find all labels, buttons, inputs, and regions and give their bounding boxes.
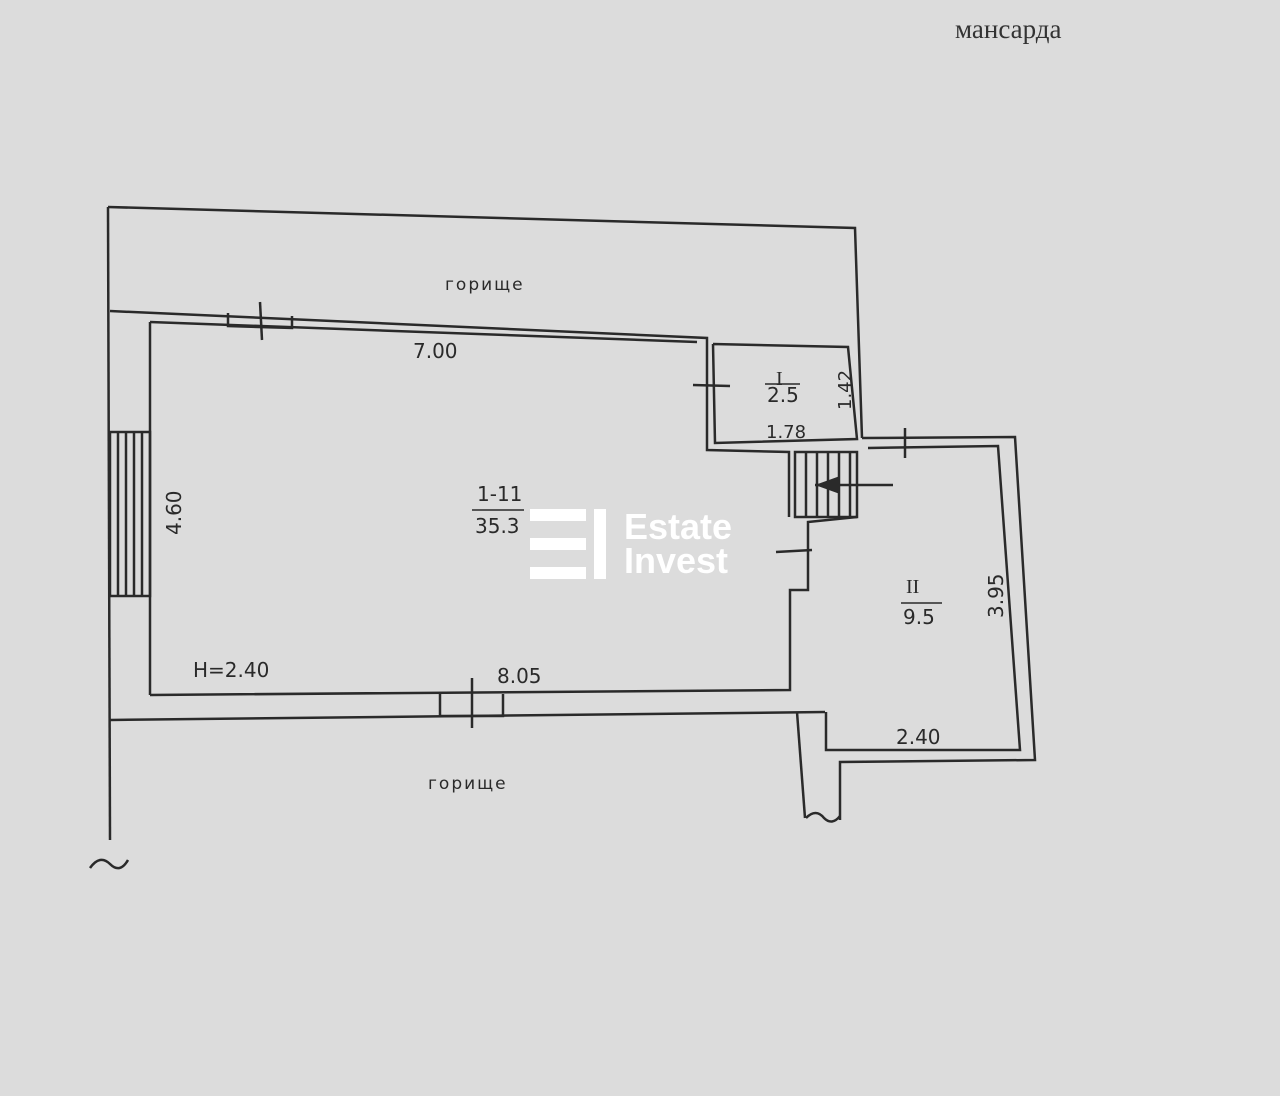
- break-symbol-left: [88, 858, 130, 870]
- room-1-walls: [711, 342, 859, 445]
- room-2-number: II: [906, 576, 919, 598]
- room-1-area: 2.5: [767, 383, 799, 407]
- page-title: мансарда: [955, 14, 1062, 44]
- room-1-number: I: [776, 368, 783, 390]
- dim-room-1-width: 1.78: [766, 422, 806, 443]
- room-2-inner-wall: [824, 444, 1022, 752]
- stair-arrow-head: [815, 476, 840, 494]
- break-symbol-right: [805, 811, 841, 823]
- dim-main-top: 7.00: [413, 339, 458, 363]
- attic-bottom-label: горище: [428, 774, 508, 794]
- attic-top-label: горище: [445, 275, 525, 295]
- wall-stub: [795, 711, 807, 819]
- dim-room-1-height: 1.42: [835, 370, 856, 410]
- walls: [88, 205, 1037, 870]
- labels: горище горище 7.00 4.60 8.05 H=2.40 1-11…: [162, 275, 1008, 794]
- watermark-text: Estate Invest: [624, 506, 733, 581]
- room-2-area: 9.5: [903, 605, 935, 629]
- left-window: [108, 430, 152, 598]
- top-window: [226, 313, 294, 330]
- main-room-inner-right: [149, 515, 858, 697]
- dim-room-2-height: 3.95: [984, 573, 1008, 618]
- room-main-area: 35.3: [475, 514, 520, 538]
- watermark-logo: Estate Invest: [530, 506, 732, 582]
- attic-outline-top: [107, 205, 864, 439]
- dim-main-left: 4.60: [162, 490, 186, 535]
- room-2-outer-wall: [838, 435, 1037, 820]
- dim-ceiling-height: H=2.40: [193, 658, 269, 682]
- room-main-number: 1-11: [477, 482, 522, 506]
- main-room-outer-wall: [109, 309, 791, 517]
- estate-invest-icon: [530, 509, 612, 579]
- dim-room-2-width: 2.40: [896, 725, 941, 749]
- dim-main-bottom: 8.05: [497, 664, 542, 688]
